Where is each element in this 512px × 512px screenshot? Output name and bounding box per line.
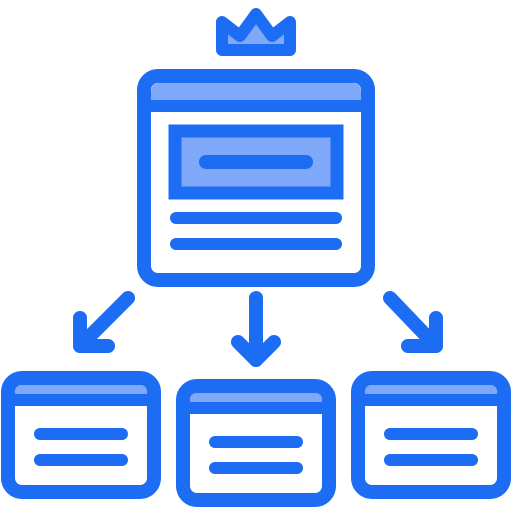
arrow-down-right-icon bbox=[383, 291, 443, 353]
child-page-center bbox=[176, 379, 336, 507]
crown-icon bbox=[216, 8, 296, 56]
child-page-right bbox=[351, 371, 511, 499]
parent-page-window bbox=[137, 69, 375, 287]
arrow-down-icon bbox=[231, 291, 281, 367]
arrow-down-left-icon bbox=[73, 291, 135, 353]
child-page-left bbox=[1, 371, 161, 499]
